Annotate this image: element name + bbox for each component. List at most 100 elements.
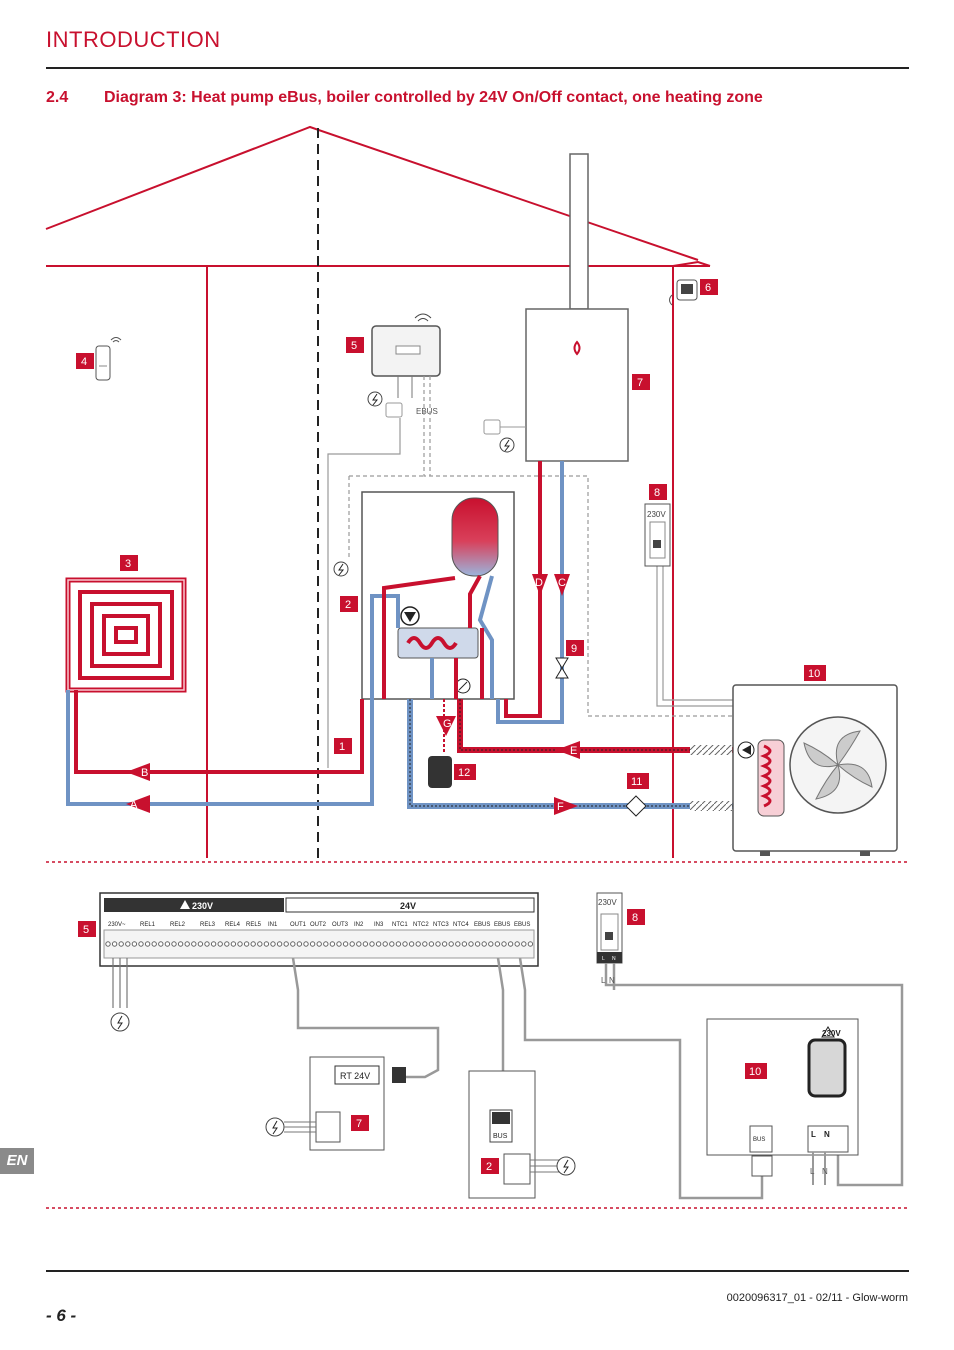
svg-text:OUT2: OUT2 xyxy=(310,922,327,928)
terminal-screw xyxy=(224,941,230,947)
warning-icon xyxy=(180,900,190,909)
svg-text:B: B xyxy=(141,767,148,779)
pipe-insulation-f xyxy=(690,801,732,811)
hp-n-label: N xyxy=(824,1130,830,1139)
svg-text:8: 8 xyxy=(654,487,660,499)
svg-text:C: C xyxy=(558,577,566,589)
terminal-screw xyxy=(164,941,171,947)
wire-out1-rt24 xyxy=(291,957,440,1079)
svg-text:REL5: REL5 xyxy=(246,922,262,928)
callout-8: 8 xyxy=(649,484,667,500)
outdoor-sensor xyxy=(669,279,698,306)
callout-4: 4 xyxy=(76,353,94,369)
terminal-block xyxy=(99,892,539,967)
terminal-screw xyxy=(118,941,124,947)
terminal-screw xyxy=(507,941,514,947)
language-tab[interactable]: EN xyxy=(0,1148,34,1174)
terminal-screw xyxy=(329,941,336,947)
terminal-screw xyxy=(257,941,263,947)
controller-unit xyxy=(371,313,441,398)
svg-text:6: 6 xyxy=(705,282,711,294)
marker-b: B xyxy=(126,763,150,781)
terminal-screw xyxy=(296,941,303,947)
section-number: 2.4 xyxy=(46,89,69,106)
terminal-screw xyxy=(250,941,256,947)
terminal-screw xyxy=(283,941,289,947)
rt24-label: RT 24V xyxy=(340,1071,370,1081)
svg-text:EBUS: EBUS xyxy=(474,922,490,928)
svg-text:NTC1: NTC1 xyxy=(392,922,408,928)
terminal-screw xyxy=(501,941,507,947)
callout-10: 10 xyxy=(804,665,826,681)
svg-text:D: D xyxy=(535,577,543,589)
svg-text:7: 7 xyxy=(637,377,643,389)
svg-text:IN1: IN1 xyxy=(268,922,278,928)
wire-ebus-heatpump xyxy=(518,957,764,1200)
outdoor-heat-pump xyxy=(732,684,898,856)
terminal-screw xyxy=(177,941,184,947)
expansion-vessel xyxy=(428,699,452,788)
terminal-screw xyxy=(375,941,382,947)
terminal-screw xyxy=(474,941,481,947)
callout-6: 6 xyxy=(700,279,718,295)
svg-text:REL2: REL2 xyxy=(170,922,186,928)
terminal-screw xyxy=(210,941,217,947)
controller-fuse-icon xyxy=(385,402,403,418)
marker-d: D xyxy=(532,574,548,596)
terminal-screw xyxy=(323,941,329,947)
svg-text:12: 12 xyxy=(458,767,470,779)
terminal-screw xyxy=(125,941,131,947)
svg-text:10: 10 xyxy=(749,1066,761,1078)
svg-text:F: F xyxy=(557,801,564,813)
header-rule xyxy=(46,67,909,69)
svg-text:7: 7 xyxy=(356,1118,362,1130)
bus-label-indoor: BUS xyxy=(493,1133,508,1140)
hp-l-label: L xyxy=(811,1130,816,1139)
lower-callout-8: 8 xyxy=(627,909,645,925)
terminal-screw xyxy=(197,941,204,947)
svg-text:EBUS: EBUS xyxy=(514,922,530,928)
svg-text:A: A xyxy=(130,799,138,811)
terminal-zone-230v: 230V xyxy=(192,901,213,911)
svg-text:E: E xyxy=(570,745,577,757)
callout-1: 1 xyxy=(334,738,352,754)
controller-power-icon xyxy=(367,391,383,407)
terminal-screw xyxy=(395,941,402,947)
terminal-screw xyxy=(263,941,270,947)
terminal-screw xyxy=(494,941,501,947)
terminal-screw xyxy=(481,941,487,947)
svg-text:NTC4: NTC4 xyxy=(453,922,469,928)
svg-text:EBUS: EBUS xyxy=(494,922,510,928)
svg-text:9: 9 xyxy=(571,643,577,655)
callout-11: 11 xyxy=(627,773,649,789)
svg-text:IN2: IN2 xyxy=(354,922,364,928)
svg-text:3: 3 xyxy=(125,558,131,570)
terminal-screw xyxy=(468,941,474,947)
bus-label-heatpump: BUS xyxy=(753,1137,765,1143)
breaker-box-lower xyxy=(596,892,623,964)
callout-3: 3 xyxy=(120,555,138,571)
svg-text:NTC2: NTC2 xyxy=(413,922,429,928)
rt24-module xyxy=(309,1056,406,1151)
callout-2: 2 xyxy=(340,596,358,612)
svg-text:IN3: IN3 xyxy=(374,922,384,928)
terminal-screw xyxy=(428,941,435,947)
footer-rule xyxy=(46,1270,909,1272)
svg-text:230V~: 230V~ xyxy=(108,922,126,928)
terminal-screw xyxy=(131,941,138,947)
hp-voltage-label: 230V xyxy=(822,1029,841,1038)
ebus-label: EBUS xyxy=(416,407,438,416)
terminal-screw xyxy=(389,941,395,947)
terminal-screw xyxy=(422,941,428,947)
svg-text:REL1: REL1 xyxy=(140,922,156,928)
terminal-screw xyxy=(270,941,276,947)
terminal-screw xyxy=(402,941,408,947)
boiler xyxy=(525,153,629,462)
page-number: - 6 - xyxy=(46,1306,77,1325)
breaker-voltage-upper: 230V xyxy=(647,510,666,519)
indoor-pipes xyxy=(370,575,494,699)
indoor-power-icon xyxy=(333,561,349,577)
terminal-screw xyxy=(349,941,355,947)
svg-text:1: 1 xyxy=(339,741,345,753)
